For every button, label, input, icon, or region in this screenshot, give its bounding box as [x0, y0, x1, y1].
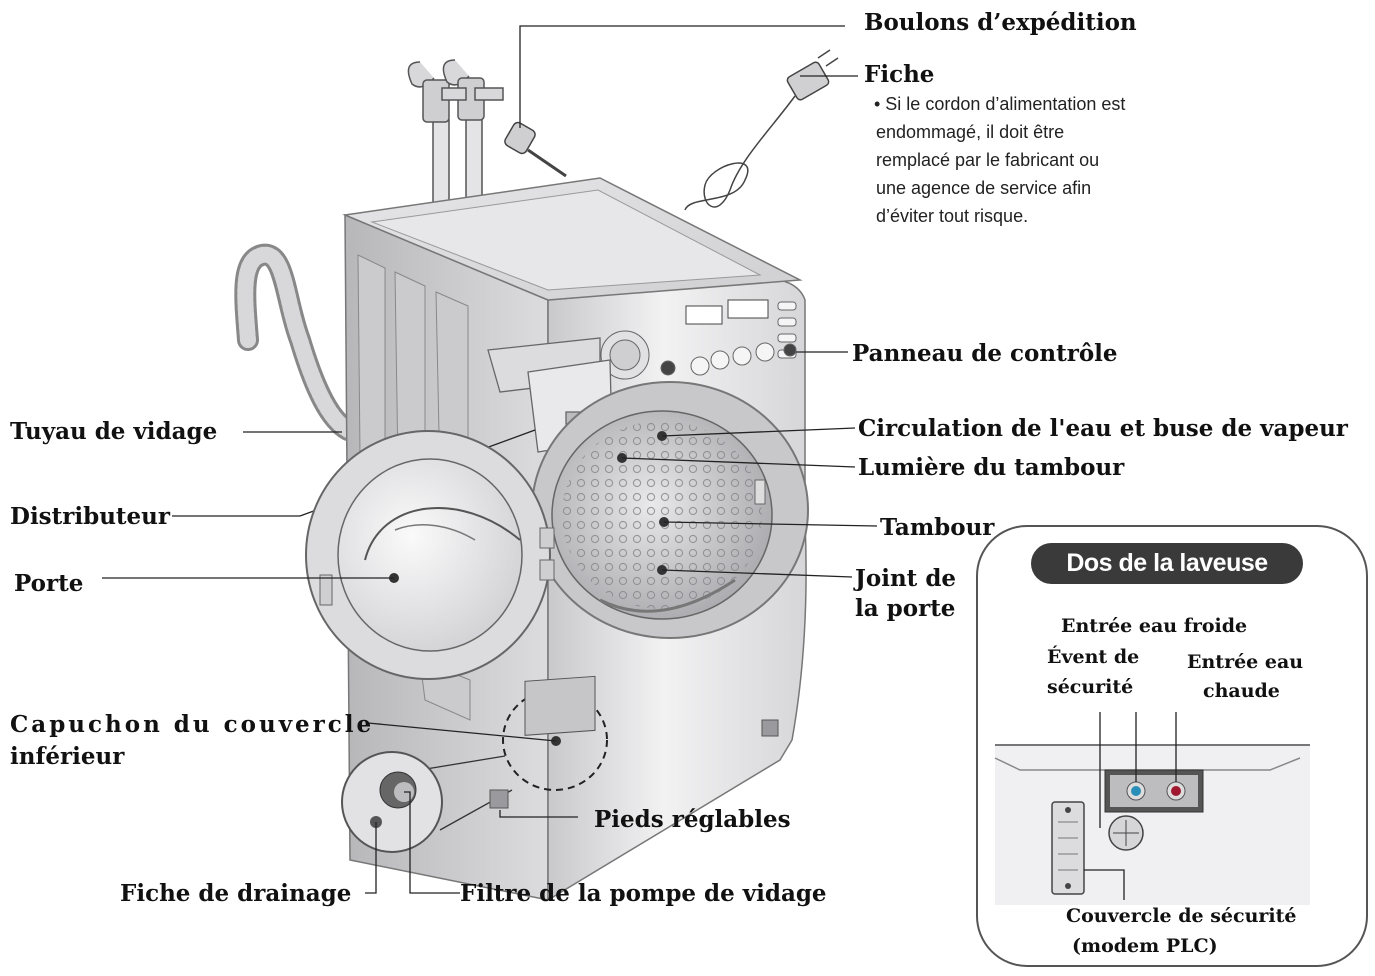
- label-water-circulation: Circulation de l'eau et buse de vapeur: [858, 415, 1348, 442]
- label-shipping-bolts: Boulons d’expédition: [864, 9, 1137, 36]
- label-safety-cover-1: Couvercle de sécurité: [1066, 905, 1297, 927]
- label-door: Porte: [14, 570, 84, 597]
- label-hot-inlet-1: Entrée eau: [1187, 651, 1304, 673]
- label-door-seal-1: Joint de: [855, 565, 957, 592]
- label-drain-hose: Tuyau de vidage: [10, 418, 218, 445]
- label-safety-cover-2: (modem PLC): [1072, 935, 1218, 957]
- label-adjustable-feet: Pieds réglables: [594, 806, 791, 833]
- label-drain-plug: Fiche de drainage: [120, 880, 352, 907]
- label-lower-cover-cap-2: inférieur: [10, 743, 125, 770]
- plug-note-line: une agence de service afin: [876, 178, 1092, 198]
- label-drain-pump-filter: Filtre de la pompe de vidage: [460, 880, 827, 907]
- label-drum-light: Lumière du tambour: [858, 454, 1125, 481]
- inset-title: Dos de la laveuse: [1031, 543, 1303, 584]
- plug-note-line: endommagé, il doit être: [876, 122, 1065, 142]
- water-taps: [407, 59, 504, 216]
- label-lower-cover-cap-1: Capuchon du couvercle: [10, 711, 375, 738]
- power-plug-part: [684, 49, 839, 211]
- shipping-bolt-part: [504, 121, 567, 178]
- label-safety-vent-2: sécurité: [1047, 676, 1134, 698]
- label-hot-inlet-2: chaude: [1203, 680, 1280, 702]
- plug-note-line: remplacé par le fabricant ou: [876, 150, 1100, 170]
- label-cold-inlet: Entrée eau froide: [1061, 615, 1248, 637]
- label-plug: Fiche: [864, 61, 935, 88]
- label-dispenser: Distributeur: [10, 503, 171, 530]
- plug-note-line: • Si le cordon d’alimentation est: [874, 94, 1126, 114]
- label-safety-vent-1: Évent de: [1047, 646, 1140, 668]
- label-door-seal-2: la porte: [855, 595, 956, 622]
- plug-note: • Si le cordon d’alimentation est endomm…: [874, 90, 1125, 230]
- cold-inlet-dot: [1131, 786, 1141, 796]
- label-drum: Tambour: [880, 514, 995, 541]
- plug-note-line: d’éviter tout risque.: [876, 206, 1029, 226]
- label-control-panel: Panneau de contrôle: [852, 340, 1118, 367]
- hot-inlet-dot: [1171, 786, 1181, 796]
- control-panel-part: [600, 299, 797, 380]
- door-part: [305, 430, 555, 680]
